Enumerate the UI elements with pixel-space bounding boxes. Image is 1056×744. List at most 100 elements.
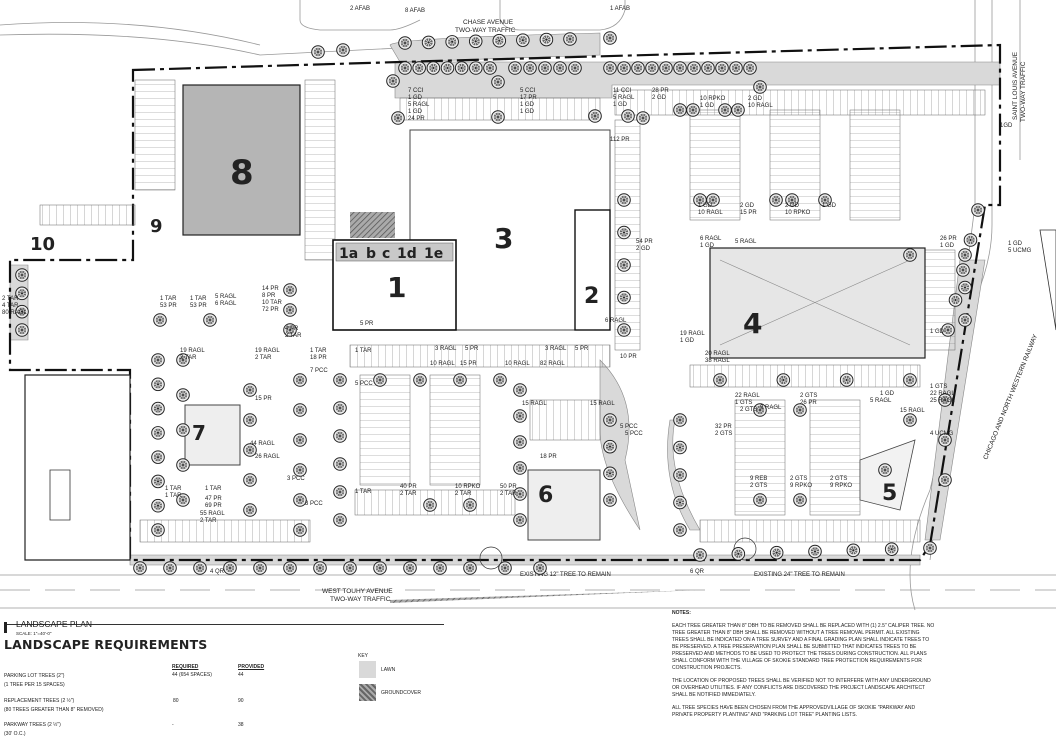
tree-callout: 1 TAR <box>205 486 222 492</box>
tree-icon <box>440 61 455 75</box>
tree-icon <box>193 561 207 575</box>
tree-callout: 4 UCMG <box>930 431 954 437</box>
tree-icon <box>491 110 505 124</box>
tree-icon <box>333 373 347 387</box>
tree-callout: 26 PR <box>800 400 817 406</box>
tree-callout: 82 RAGL <box>540 361 565 367</box>
tree-icon <box>769 193 783 207</box>
row-parkway-required: - <box>172 722 174 728</box>
tree-callout: 1 GD <box>930 329 945 335</box>
tree-icon <box>603 493 617 507</box>
tree-callout: 2 TAR <box>180 355 197 361</box>
building-2 <box>574 209 611 331</box>
building-4 <box>709 247 926 359</box>
tree-callout: 1 TAR <box>355 348 372 354</box>
tree-icon <box>151 450 165 464</box>
tree-callout: 53 PR <box>190 303 207 309</box>
building-label-7: 7 <box>192 421 206 445</box>
tree-callout: 2 GTS <box>790 476 807 482</box>
tree-callout: 55 RAGL <box>200 511 225 517</box>
row-parking-required: 44 (654 SPACES) <box>172 672 212 678</box>
building-label-6: 6 <box>538 483 553 508</box>
tree-icon <box>469 61 483 75</box>
tree-icon <box>333 485 347 499</box>
unit-1a: 1a <box>339 246 358 262</box>
tree-icon <box>673 61 687 75</box>
tree-callout: 2 GTS <box>740 407 757 413</box>
tree-icon <box>588 109 602 123</box>
tree-callout: 72 PR <box>262 307 279 313</box>
tree-icon <box>963 233 978 247</box>
tree-callout: 10 RPKO <box>455 484 481 490</box>
tree-icon <box>563 32 577 46</box>
tree-icon <box>398 61 412 75</box>
tree-callout: 10 TAR <box>262 300 282 306</box>
tree-callout: 1 GD <box>613 102 628 108</box>
tree-icon <box>151 498 165 513</box>
tree-icon <box>673 103 687 117</box>
tree-icon <box>731 103 745 117</box>
tree-callout: 15 RAGL <box>590 401 615 407</box>
st-louis-traffic-label: TWO-WAY TRAFFIC <box>1020 61 1027 122</box>
tree-callout: 1 GD <box>408 109 423 115</box>
tree-icon <box>15 323 29 337</box>
tree-icon <box>176 423 190 437</box>
tree-icon <box>293 523 307 537</box>
tree-callout: 5 RAGL <box>735 239 757 245</box>
tree-icon <box>151 426 165 440</box>
tree-callout: 28 PR <box>652 88 669 94</box>
key-lawn-label: LAWN <box>381 667 396 673</box>
building-label-10: 10 <box>30 234 55 255</box>
tree-icon <box>176 458 190 472</box>
tree-icon <box>958 313 972 327</box>
tree-callout: 1 GD <box>940 243 955 249</box>
row-replacement-name: REPLACEMENT TREES (2 ½") <box>4 698 75 704</box>
tree-callout: 2 GD <box>740 203 755 209</box>
tree-callout: 20 RAGL <box>705 351 730 357</box>
tree-callout: 1 GD <box>822 203 837 209</box>
tree-icon <box>603 413 617 427</box>
tree-icon <box>243 503 257 517</box>
tree-callout: 22 RAGL <box>735 393 760 399</box>
tree-callout: 8 AFAB <box>405 8 425 14</box>
tree-icon <box>493 373 507 387</box>
tree-callout: 1 TAR <box>310 348 327 354</box>
unit-1d: 1d <box>397 246 417 262</box>
tree-callout: 69 PR <box>205 503 222 509</box>
tree-callout: 1 TAR <box>165 486 182 492</box>
tree-callout: 17 PR <box>520 95 537 101</box>
tree-icon <box>731 547 746 561</box>
tree-icon <box>617 323 631 337</box>
landscape-site-plan: 8 9 10 3 1 2 4 5 6 7 1a b c 1d 1e CHASE … <box>0 0 1056 611</box>
building-label-9: 9 <box>150 216 163 237</box>
tree-icon <box>617 290 631 305</box>
tree-callout: 15 PR <box>255 396 272 402</box>
row-parking-provided: 44 <box>238 672 244 678</box>
tree-callout: 9 RPKO <box>790 483 812 489</box>
tree-icon <box>445 35 459 49</box>
tree-callout: 15 PR <box>740 210 757 216</box>
tree-icon <box>15 268 29 282</box>
tree-icon <box>617 225 631 240</box>
tree-icon <box>311 45 325 59</box>
tree-icon <box>283 303 297 317</box>
tree-callout: 2 TAR <box>500 491 517 497</box>
tree-icon <box>151 353 165 367</box>
tree-icon <box>743 61 757 75</box>
tree-callout: 15 RAGL <box>522 401 547 407</box>
tree-callout: 9 RAGL <box>760 405 782 411</box>
tree-callout: 3 PCC <box>305 501 323 507</box>
tree-icon <box>686 103 700 117</box>
tree-icon <box>283 283 297 297</box>
tree-icon <box>878 463 892 477</box>
tree-icon <box>293 463 307 477</box>
tree-callout: 5 PCC <box>355 381 373 387</box>
tree-callout: 2 AFAB <box>350 6 370 12</box>
tree-icon <box>603 439 617 454</box>
tree-icon <box>421 35 436 50</box>
tree-icon <box>636 111 650 125</box>
railway-label: CHICAGO AND NORTH WESTERN RAILWAY <box>982 333 1039 461</box>
tree-icon <box>373 561 387 575</box>
tree-icon <box>753 80 767 94</box>
tree-callout: 7 PCC <box>310 368 328 374</box>
